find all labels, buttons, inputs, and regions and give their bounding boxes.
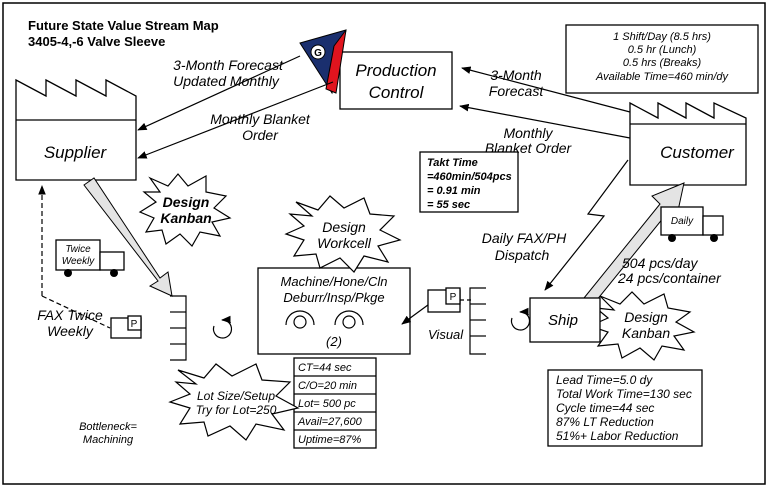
svg-text:Deburr/Insp/Pkge: Deburr/Insp/Pkge	[283, 290, 384, 305]
blanket-to-supplier-label-2: Order	[242, 127, 279, 143]
svg-text:Kanban: Kanban	[160, 210, 211, 226]
svg-text:Lot= 500 pc: Lot= 500 pc	[298, 398, 356, 410]
page-subtitle: 3405-4,-6 Valve Sleeve	[28, 34, 165, 49]
svg-text:Design: Design	[624, 309, 668, 325]
bottleneck-label-2: Machining	[83, 434, 134, 446]
blanket-from-customer-label: Monthly	[503, 125, 553, 141]
svg-text:= 0.91 min: = 0.91 min	[427, 185, 481, 197]
visual-label: Visual	[428, 327, 464, 342]
truck-icon: Daily	[660, 206, 724, 242]
blanket-to-supplier-arrow	[137, 81, 334, 159]
ship-label: Ship	[548, 312, 578, 329]
svg-text:Lot Size/Setup: Lot Size/Setup	[197, 389, 275, 403]
svg-text:Total Work Time=130 sec: Total Work Time=130 sec	[556, 387, 692, 401]
supplier-truck-label-2: Weekly	[62, 256, 96, 267]
svg-text:1 Shift/Day (8.5 hrs): 1 Shift/Day (8.5 hrs)	[613, 31, 711, 43]
kaizen-burst-icon: Design Kanban	[138, 173, 232, 247]
forecast-from-customer-label-2: Forecast	[489, 83, 545, 99]
operator-icon	[334, 310, 364, 329]
takt-time-box: Takt Time =460min/504pcs = 0.91 min = 55…	[419, 151, 519, 213]
svg-text:Design: Design	[163, 194, 210, 210]
svg-text:= 55 sec: = 55 sec	[427, 199, 470, 211]
svg-text:(2): (2)	[326, 334, 342, 349]
shipment-container-label: 24 pcs/container	[617, 270, 722, 286]
svg-text:0.5 hr (Lunch): 0.5 hr (Lunch)	[628, 44, 697, 56]
supplier-truck-label: Twice	[65, 244, 91, 255]
svg-text:Cycle time=44 sec: Cycle time=44 sec	[556, 401, 654, 415]
pull-arrow-icon	[510, 307, 531, 331]
svg-text:Machine/Hone/Cln: Machine/Hone/Cln	[281, 274, 388, 289]
svg-text:87% LT Reduction: 87% LT Reduction	[556, 415, 654, 429]
page-title: Future State Value Stream Map	[28, 18, 219, 33]
forecast-to-supplier-label-2: Updated Monthly	[173, 73, 280, 89]
kanban-signal-line	[41, 295, 111, 329]
supplier-factory-icon[interactable]: Supplier	[15, 78, 137, 181]
bottleneck-label: Bottleneck=	[79, 421, 137, 433]
daily-fax-label: Daily FAX/PH	[482, 230, 567, 246]
fax-twice-label-2: Weekly	[47, 323, 94, 339]
kaizen-burst-icon: Design Kanban	[588, 291, 696, 361]
forecast-to-supplier-arrow	[137, 55, 301, 131]
svg-text:Workcell: Workcell	[317, 235, 372, 251]
svg-text:51%+ Labor Reduction: 51%+ Labor Reduction	[556, 429, 679, 443]
ship-box[interactable]: Ship	[529, 297, 601, 343]
forecast-to-supplier-label: 3-Month Forecast	[173, 57, 284, 73]
svg-text:P: P	[450, 292, 457, 303]
forecast-from-customer-arrow	[461, 66, 631, 113]
customer-truck-label: Daily	[671, 216, 694, 227]
svg-text:Avail=27,600: Avail=27,600	[297, 416, 363, 428]
forecast-from-customer-label: 3-Month	[490, 67, 542, 83]
customer-factory-icon[interactable]: Customer	[629, 101, 747, 186]
supermarket-icon	[170, 295, 187, 361]
svg-text:Design: Design	[322, 219, 366, 235]
summary-box: Lead Time=5.0 dy Total Work Time=130 sec…	[547, 369, 703, 447]
svg-text:Kanban: Kanban	[622, 325, 670, 341]
shipment-arrow	[583, 182, 685, 307]
process-box-machining[interactable]: Machine/Hone/Cln Deburr/Insp/Pkge (2)	[257, 267, 411, 355]
operator-link-arrow	[401, 301, 433, 325]
electronic-flow-icon	[544, 159, 629, 291]
svg-text:Lead Time=5.0 dy: Lead Time=5.0 dy	[556, 373, 653, 387]
supplier-shipment-arrow	[83, 177, 173, 297]
customer-label: Customer	[660, 143, 735, 162]
shipment-qty-label: 504 pcs/day	[622, 255, 698, 271]
pull-arrow-icon	[212, 315, 233, 339]
svg-text:Takt Time: Takt Time	[427, 157, 478, 169]
svg-text:P: P	[131, 319, 138, 330]
svg-text:G: G	[314, 48, 322, 59]
kanban-post-icon: P	[110, 315, 142, 339]
fax-twice-label: FAX Twice	[37, 307, 103, 323]
supermarket-icon	[469, 287, 486, 355]
schedule-icon: G	[299, 29, 347, 95]
svg-text:Uptime=87%: Uptime=87%	[298, 434, 362, 446]
svg-text:Available Time=460 min/dy: Available Time=460 min/dy	[595, 71, 730, 83]
svg-text:0.5 hrs (Breaks): 0.5 hrs (Breaks)	[623, 57, 702, 69]
svg-text:Control: Control	[369, 83, 425, 102]
process-data-box: CT=44 sec C/O=20 min Lot= 500 pc Avail=2…	[293, 357, 377, 449]
blanket-from-customer-arrow	[459, 103, 631, 139]
production-control-box[interactable]: Production Control	[339, 51, 453, 110]
supplier-label: Supplier	[44, 143, 108, 162]
daily-fax-label-2: Dispatch	[495, 247, 550, 263]
svg-text:C/O=20 min: C/O=20 min	[298, 380, 357, 392]
operator-icon	[285, 310, 315, 329]
customer-data-box: 1 Shift/Day (8.5 hrs) 0.5 hr (Lunch) 0.5…	[565, 24, 759, 94]
kaizen-burst-icon: Lot Size/Setup Try for Lot=250	[168, 363, 300, 441]
svg-text:=460min/504pcs: =460min/504pcs	[427, 171, 512, 183]
truck-icon: Twice Weekly	[55, 239, 125, 277]
kanban-post-icon: P	[427, 287, 461, 313]
svg-text:Production: Production	[355, 61, 436, 80]
blanket-to-supplier-label: Monthly Blanket	[210, 111, 311, 127]
svg-text:CT=44 sec: CT=44 sec	[298, 362, 352, 374]
kaizen-burst-icon: Design Workcell	[284, 195, 402, 273]
svg-text:Try for Lot=250: Try for Lot=250	[196, 403, 277, 417]
